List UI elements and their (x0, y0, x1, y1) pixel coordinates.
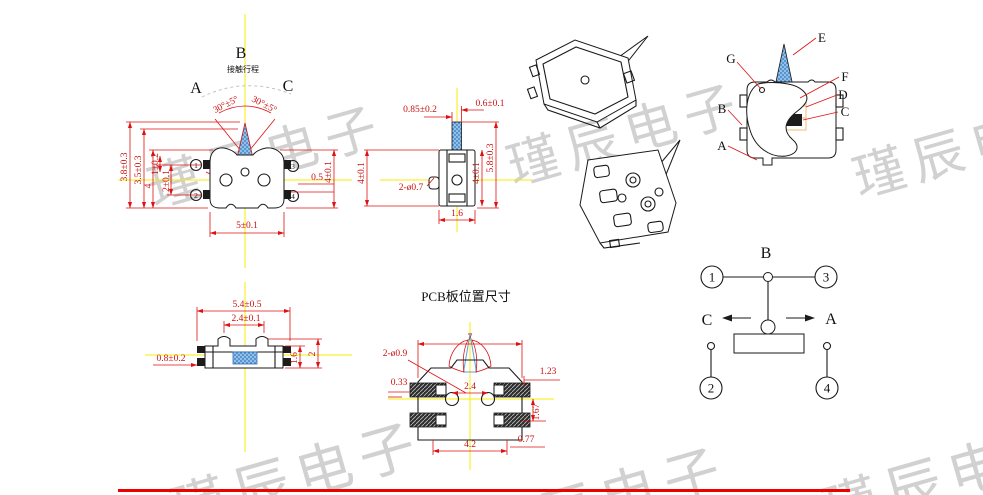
dim-pin-pitch: 2±0.1 (162, 170, 172, 192)
arrow-right (805, 314, 815, 322)
cutaway-blob (746, 82, 808, 157)
side-pin (428, 176, 440, 190)
bottom-view: 5.4±0.5 2.4±0.1 0.8±0.2 1.6 2 (145, 282, 352, 452)
dim-depth-inner: 1.6 (290, 352, 300, 364)
dim-width-outer: 5.4±0.5 (233, 300, 262, 310)
stem-front (236, 122, 254, 157)
dim-depth-outer: 2 (308, 351, 318, 356)
dim-pcb-holes: 2-ø0.9 (383, 349, 408, 359)
dim-height-right: 4±0.1 (324, 161, 334, 183)
contact-stroke-note: 接触行程 (227, 64, 259, 74)
pcb-title: PCB板位置尺寸 (421, 289, 511, 304)
actuator-node (760, 319, 776, 335)
switch-body-side (438, 149, 476, 207)
pin-label-4: 4 (291, 192, 295, 201)
dim-right-top: 1.23 (540, 367, 557, 377)
dim-terminal-front: 0.5 (311, 173, 323, 183)
dim-pcb-width: 7 (468, 333, 473, 343)
iso1-body (535, 39, 637, 123)
dim-pad-inset: 0.33 (391, 378, 408, 388)
actuator-bar (733, 333, 805, 354)
circuit-pin-2: 2 (708, 381, 715, 396)
circuit-pin-1: 1 (709, 270, 716, 285)
dim-pin-offset: 1±0.2 (151, 153, 161, 175)
front-view: B 接触行程 A C 30°±5° 30°±5° 1 (118, 14, 352, 268)
circuit-pin-3: 3 (823, 270, 830, 285)
common-node (763, 272, 773, 282)
travel-arc-ghost (201, 85, 292, 98)
dim-terminal-bottom: 0.8±0.2 (157, 354, 186, 364)
bottom-red-rule (118, 489, 850, 492)
stem-callout (775, 43, 793, 85)
callout-view: E G F D C B A (717, 30, 850, 166)
circuit-pin-4: 4 (824, 381, 831, 396)
circuit-diagram: B 1 3 C A 2 4 (699, 245, 839, 400)
terminal-1 (203, 160, 210, 169)
pin-label-2: 2 (194, 191, 198, 200)
arrow-left (722, 314, 732, 322)
dim-width-front: 5±0.1 (236, 221, 258, 231)
circuit-label-a: A (825, 311, 837, 328)
callout-label-a: A (717, 138, 727, 153)
dim-bottom-right: 0.77 (518, 435, 535, 445)
stem-bottom (232, 351, 258, 365)
circuit-label-b: B (761, 245, 772, 262)
callout-label-c: C (841, 104, 850, 119)
stem-pcb (462, 333, 478, 373)
dim-stem-offset: 0.85±0.2 (403, 105, 437, 115)
dim-hole-pitch: 2.4 (464, 382, 476, 392)
dim-depth-side: 1.6 (451, 209, 463, 219)
dim-total-height: 5.8±0.3 (486, 143, 496, 172)
stem-side (451, 121, 462, 151)
dim-height-outer: 3.8±0.3 (120, 152, 130, 181)
terminal-2 (203, 190, 210, 199)
dim-row-pitch: 1.67 (532, 403, 542, 420)
dim-height-left-side: 4±0.1 (357, 162, 367, 184)
callout-label-b: B (718, 101, 727, 116)
pcb-outline (417, 359, 523, 441)
direction-label-b: B (236, 45, 247, 62)
dim-height-right-side: 4±0.1 (472, 162, 482, 184)
callout-label-g: G (726, 51, 735, 66)
iso-view-top (526, 35, 649, 129)
iso-view-bottom (579, 139, 681, 249)
dim-stem-width: 0.6±0.1 (476, 99, 505, 109)
switch-body-front (209, 147, 285, 209)
angle-dim-left: 30°±5° (211, 94, 240, 116)
direction-label-c: C (283, 78, 294, 95)
iso2-body (579, 149, 677, 244)
dim-body-height: 4 (144, 183, 154, 188)
dim-height-inner: 3.5±0.3 (134, 155, 144, 184)
pcb-view: PCB板位置尺寸 2-ø0.9 (383, 289, 560, 470)
dim-pad-span: 4.2 (464, 440, 476, 450)
pin-label-3: 3 (291, 162, 295, 171)
side-view: 0.85±0.2 0.6±0.1 4±0.1 4±0.1 5.8±0.3 2-ø… (357, 88, 532, 232)
circuit-label-c: C (702, 312, 713, 329)
pin-label-1: 1 (194, 161, 198, 170)
dim-post-pitch: 2.4±0.1 (232, 314, 261, 324)
callout-label-e: E (818, 30, 826, 45)
callout-label-f: F (841, 69, 848, 84)
callout-label-d: D (838, 87, 847, 102)
angle-dim-right: 30°±5° (250, 94, 279, 116)
dim-side-holes: 2-ø0.7 (399, 183, 424, 193)
direction-label-a: A (190, 80, 202, 97)
